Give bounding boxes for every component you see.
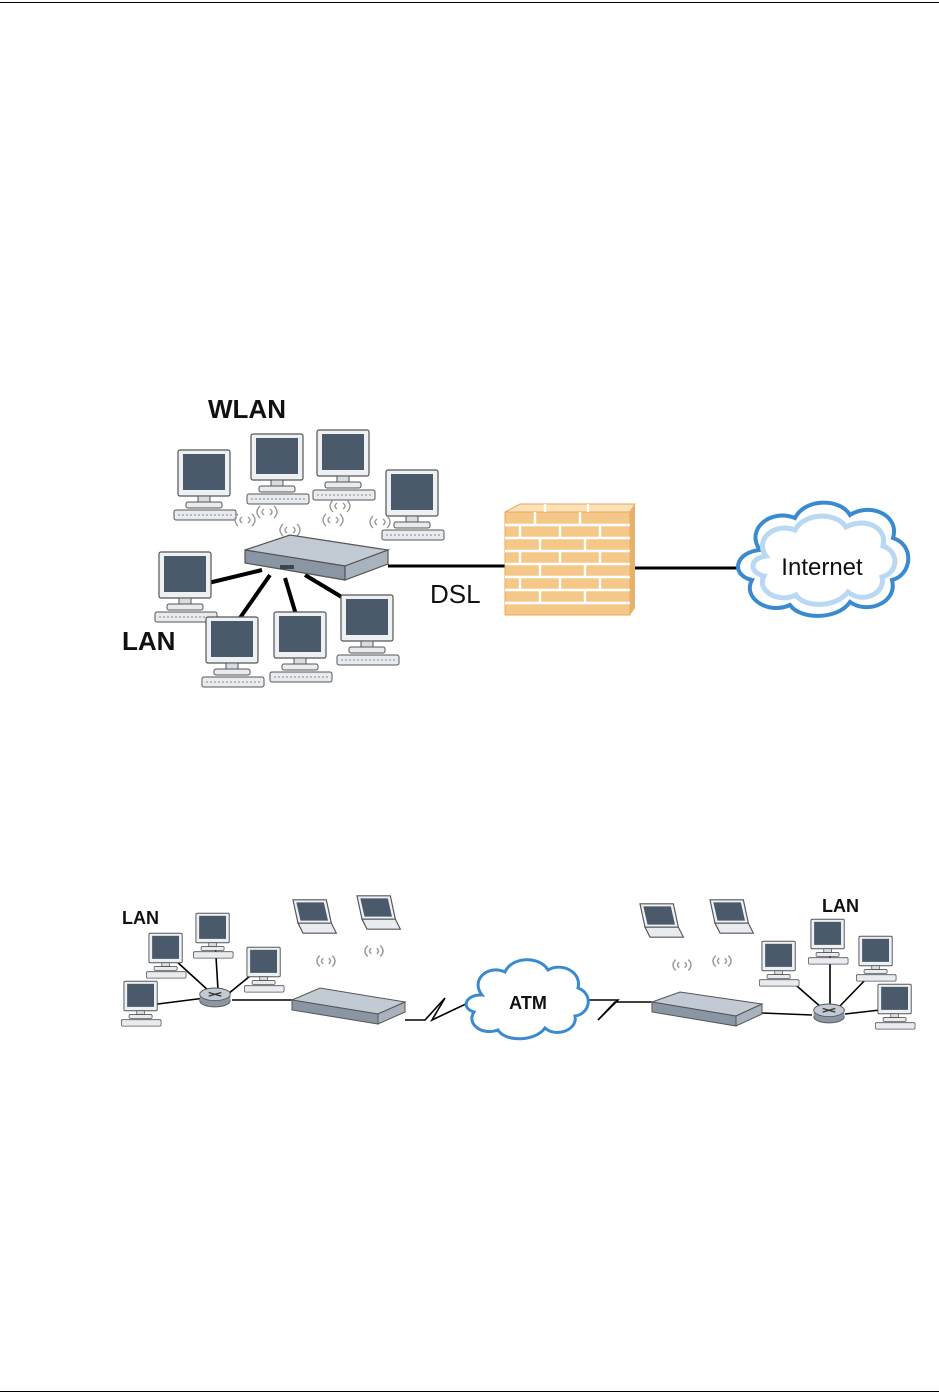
footer-rule	[0, 1391, 939, 1392]
lan-computer	[244, 947, 284, 992]
lan-label: LAN	[122, 626, 175, 656]
wireless-signal-icon	[673, 960, 691, 971]
atm-label: ATM	[509, 993, 547, 1013]
switch-icon	[814, 1004, 845, 1023]
lan-computer	[337, 595, 399, 665]
wireless-signal-icon	[365, 946, 383, 957]
lan-left-label: LAN	[122, 908, 159, 928]
left-router-device	[292, 988, 405, 1024]
lan-computer	[121, 981, 161, 1026]
network-diagram-atm: ATM LAN LAN	[0, 880, 939, 1060]
wlan-computer	[174, 450, 236, 520]
lan-computer	[155, 552, 217, 622]
right-atm-link	[585, 1000, 652, 1020]
dsl-label: DSL	[430, 579, 481, 609]
left-atm-link	[405, 998, 470, 1020]
wireless-laptop	[640, 904, 683, 937]
network-diagram-dsl: DSL Internet WLAN LAN	[0, 380, 939, 700]
internet-label: Internet	[781, 554, 863, 581]
lan-computer	[759, 941, 799, 986]
wireless-signal-icon	[713, 956, 731, 967]
wireless-laptop	[357, 896, 400, 929]
lan-computer	[270, 612, 332, 682]
header-rule	[0, 2, 939, 3]
wlan-computer	[382, 470, 444, 540]
wireless-signal-icon	[257, 506, 277, 518]
right-router-device	[652, 992, 762, 1026]
wireless-laptop	[710, 900, 753, 933]
wlan-computer	[247, 434, 309, 504]
wireless-laptop	[293, 900, 336, 933]
lan-computer	[193, 913, 233, 958]
wlan-label: WLAN	[208, 394, 286, 424]
wireless-signal-icon	[317, 956, 335, 967]
lan-computer	[856, 936, 896, 981]
firewall-icon	[505, 504, 635, 615]
lan-computer	[808, 919, 848, 964]
wireless-signal-icon	[280, 524, 300, 536]
lan-computer	[875, 984, 915, 1029]
lan-computer	[202, 617, 264, 687]
lan-computer	[146, 933, 186, 978]
wireless-signal-icon	[235, 514, 255, 526]
switch-icon	[200, 988, 231, 1007]
wlan-computer	[313, 430, 375, 500]
wireless-signal-icon	[370, 516, 390, 528]
wireless-signal-icon	[330, 500, 350, 512]
wireless-signal-icon	[323, 514, 343, 526]
lan-right-label: LAN	[822, 896, 859, 916]
router-device	[245, 535, 388, 580]
